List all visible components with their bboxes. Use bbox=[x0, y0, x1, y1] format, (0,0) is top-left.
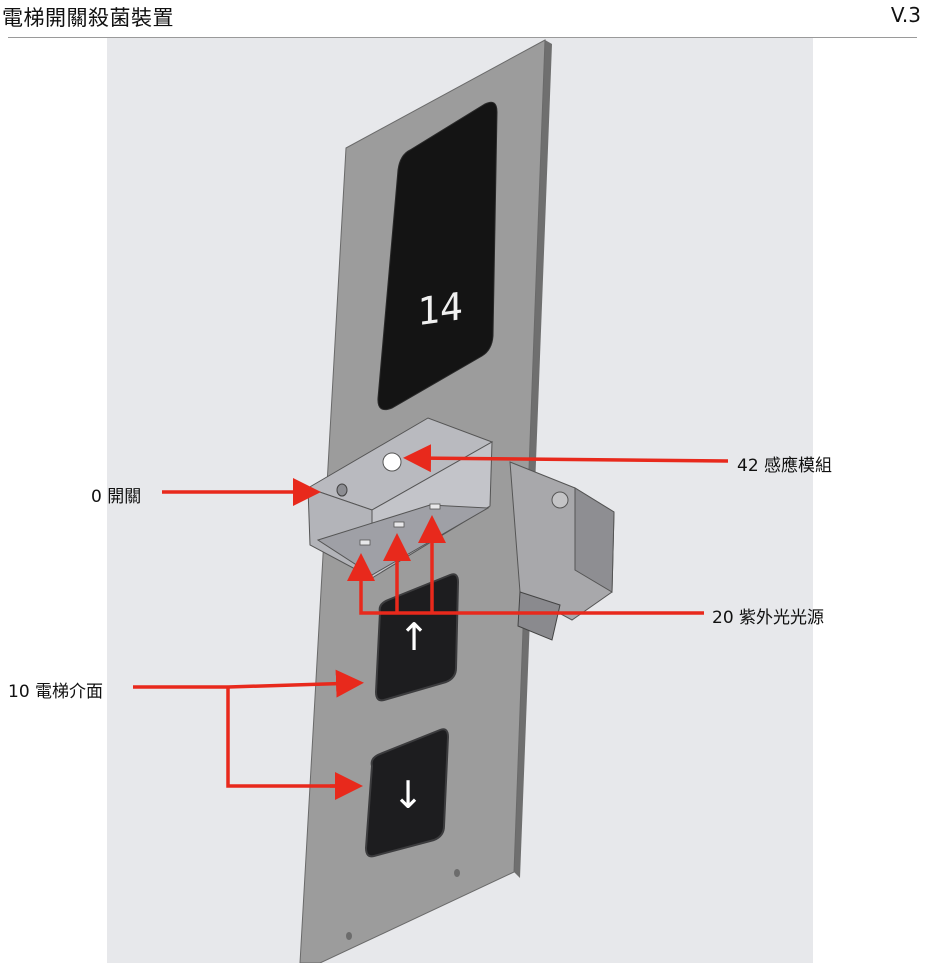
interface-callout-line bbox=[226, 687, 340, 788]
sensor-lens bbox=[382, 452, 402, 472]
down-arrow-symbol: ↓ bbox=[392, 773, 424, 817]
panel-screw bbox=[346, 932, 352, 940]
callout-interface-label: 10 電梯介面 bbox=[8, 682, 104, 702]
uv-led bbox=[429, 503, 441, 510]
rear-screw-head bbox=[551, 491, 569, 509]
callout-switch-label: 0 開關 bbox=[91, 487, 142, 507]
rear-mount-box-side bbox=[574, 487, 615, 593]
interface-callout-arrow bbox=[227, 669, 364, 698]
floor-display-screen bbox=[377, 101, 498, 411]
panel-screw bbox=[454, 869, 460, 877]
up-arrow-symbol: ↑ bbox=[398, 615, 430, 659]
version-label: V.3 bbox=[890, 3, 921, 27]
sensor-callout-arrow bbox=[403, 444, 729, 473]
uv-light-callout-line bbox=[359, 566, 704, 615]
title-divider bbox=[8, 37, 917, 38]
module-switch-knob bbox=[336, 483, 348, 497]
diagram-title: 電梯開關殺菌裝置 bbox=[2, 6, 174, 30]
callout-uv-light-label: 20 紫外光光源 bbox=[712, 608, 825, 628]
uv-led bbox=[359, 539, 371, 546]
down-call-button bbox=[364, 728, 450, 858]
floor-number: 14 bbox=[417, 285, 463, 335]
uv-led bbox=[393, 521, 405, 528]
callout-sensor-label: 42 感應模組 bbox=[737, 456, 833, 476]
